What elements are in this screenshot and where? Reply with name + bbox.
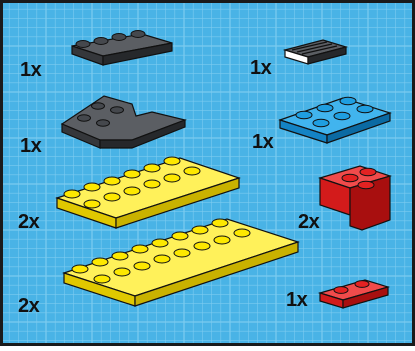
qty-dark-gray-wedge-plate: 1x	[20, 136, 41, 156]
qty-dark-gray-plate-1x4: 1x	[20, 60, 41, 80]
qty-red-plate-1x2: 1x	[286, 290, 307, 310]
qty-red-brick-2x2-corner: 2x	[298, 212, 319, 232]
qty-yellow-plate-2x6: 2x	[18, 212, 39, 232]
qty-blue-plate-2x3: 1x	[252, 132, 273, 152]
qty-yellow-plate-2x8: 2x	[18, 296, 39, 316]
qty-dark-gray-tile-grille-1x2: 1x	[250, 58, 271, 78]
